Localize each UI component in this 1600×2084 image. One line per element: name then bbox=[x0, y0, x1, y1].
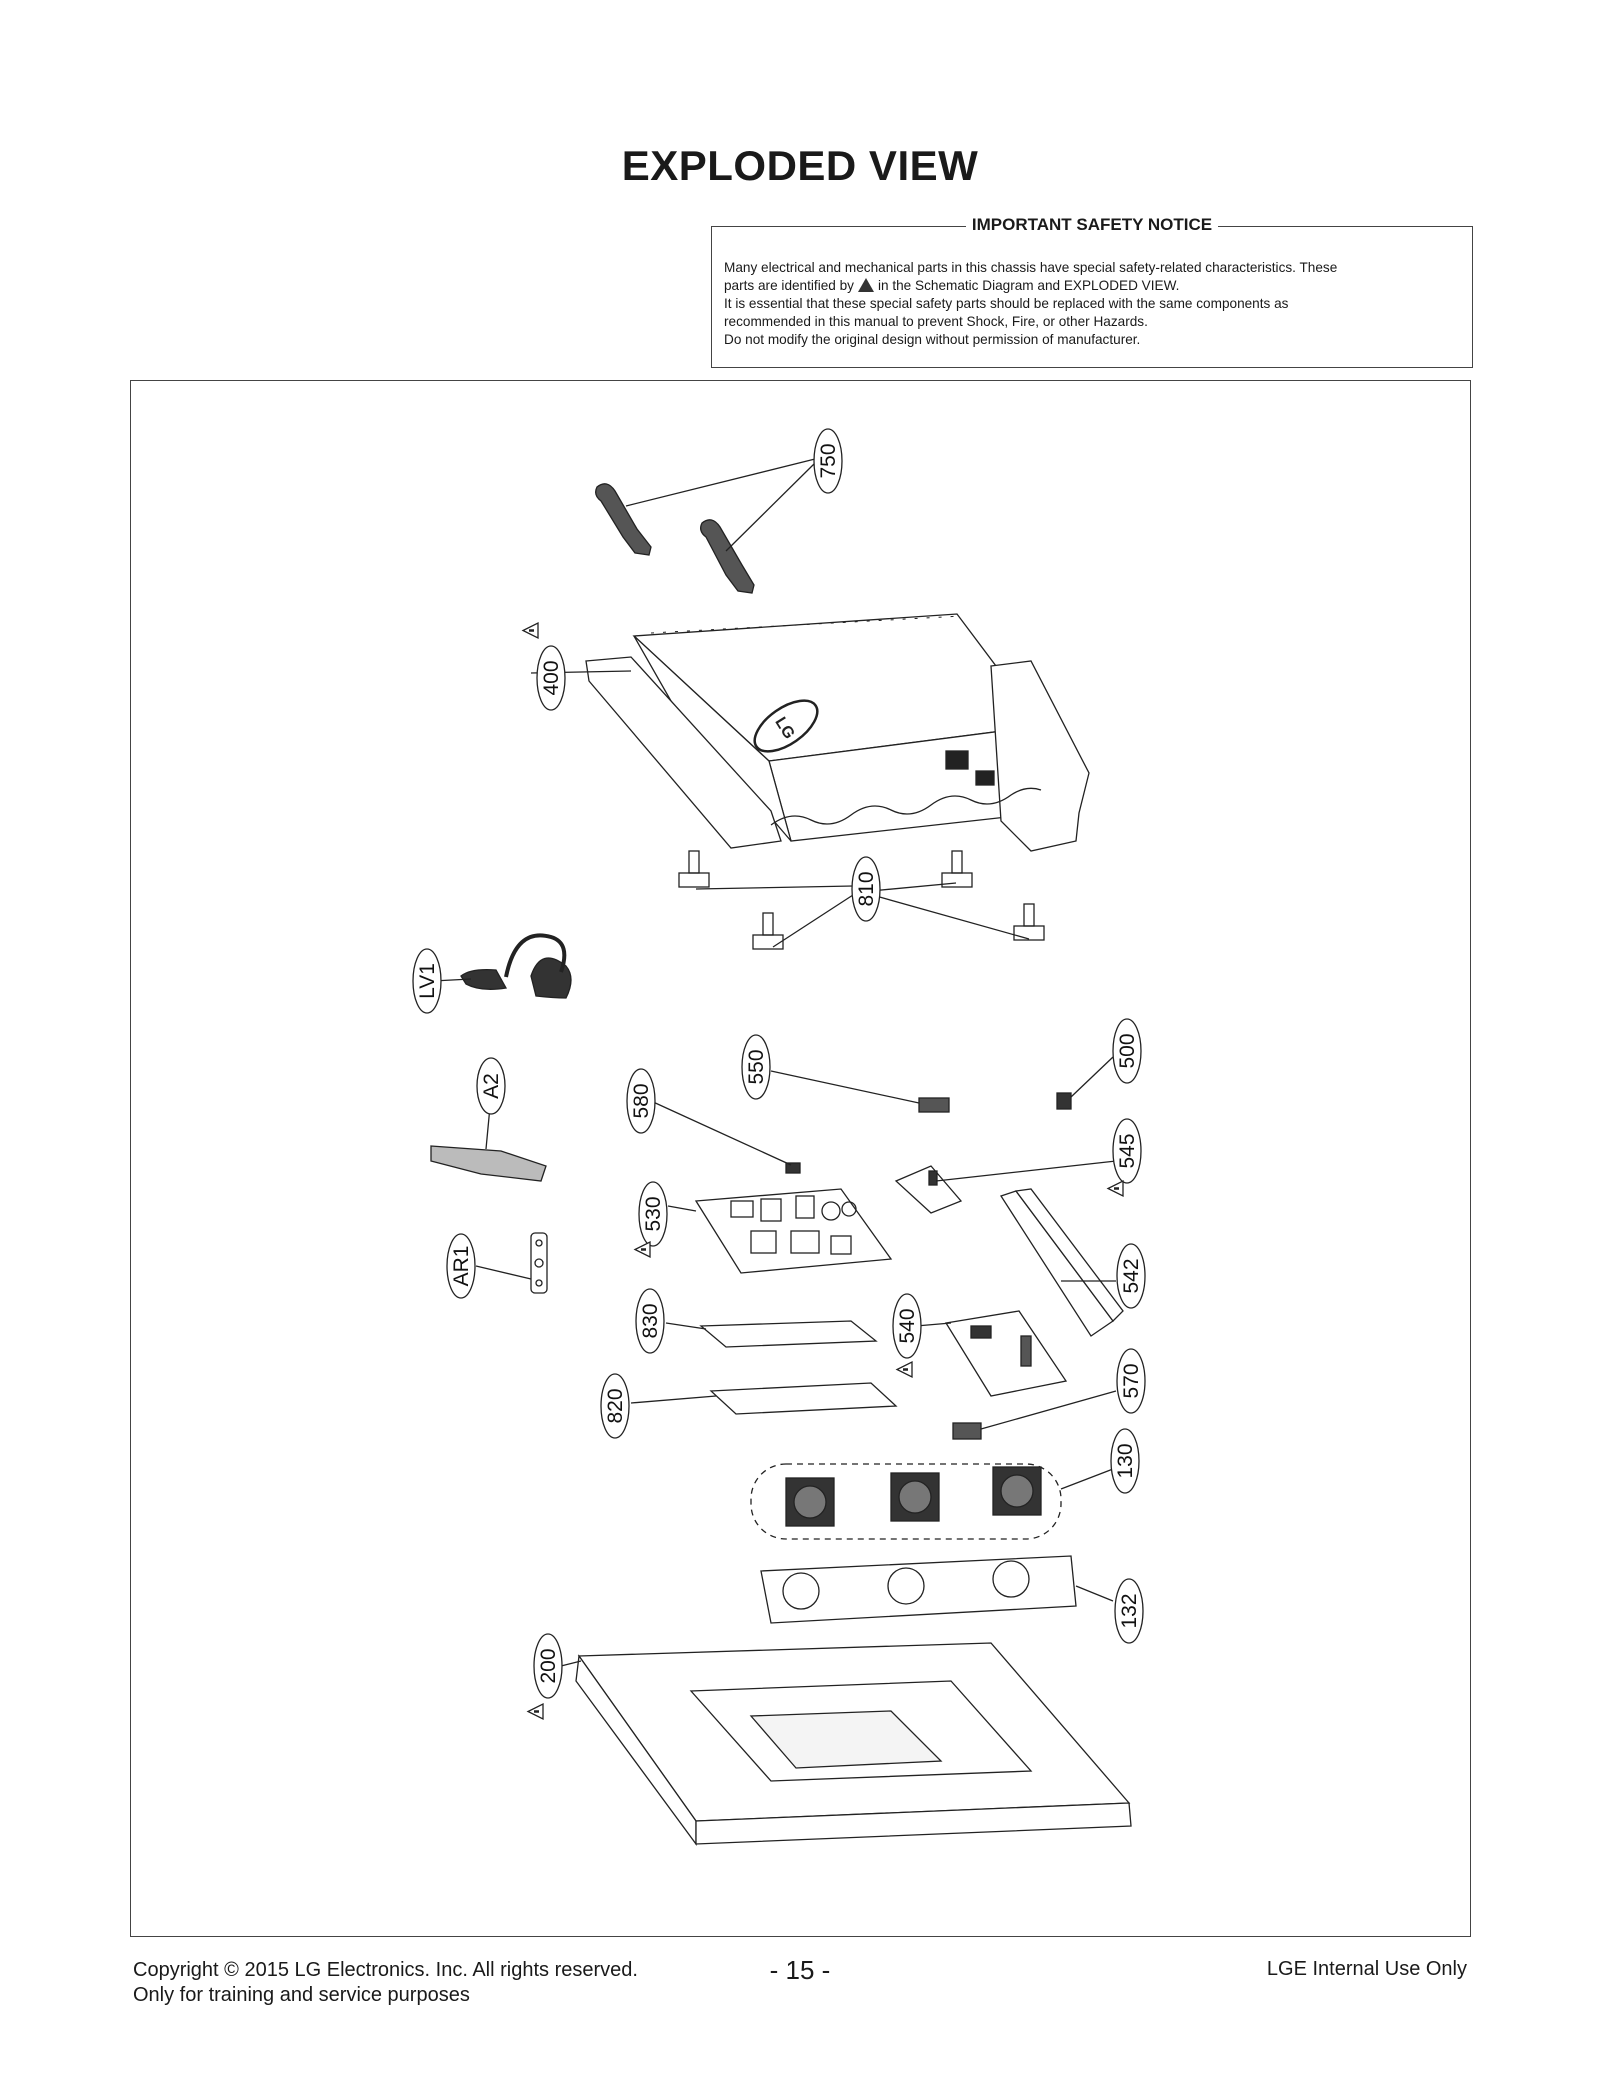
label-oval-132 bbox=[1114, 1578, 1144, 1644]
notice-line-5: Do not modify the original design withou… bbox=[724, 332, 1141, 347]
part-label-550: 550 bbox=[745, 1049, 768, 1084]
label-oval-AR1 bbox=[446, 1233, 476, 1299]
part-540-main-board bbox=[915, 1310, 1068, 1397]
copyright-text: Copyright © 2015 LG Electronics. Inc. Al… bbox=[133, 1959, 638, 1981]
label-oval-540 bbox=[892, 1293, 922, 1359]
internal-use-text: LGE Internal Use Only bbox=[1266, 1958, 1467, 1980]
page-number: - 15 - bbox=[769, 1955, 831, 1985]
part-530-power-board bbox=[667, 1188, 893, 1274]
part-LV1-cable bbox=[432, 933, 572, 999]
warning-icon-540 bbox=[895, 1360, 913, 1379]
label-oval-570 bbox=[1116, 1348, 1146, 1414]
label-oval-545 bbox=[1112, 1118, 1142, 1184]
part-750-cables bbox=[595, 458, 816, 594]
part-550-ir-module bbox=[770, 1070, 950, 1113]
part-label-570: 570 bbox=[1120, 1363, 1143, 1398]
notice-line-4: recommended in this manual to prevent Sh… bbox=[724, 314, 1148, 329]
safety-notice-box: IMPORTANT SAFETY NOTICE Many electrical … bbox=[711, 215, 1473, 368]
part-810-stand-posts bbox=[678, 850, 1045, 950]
part-label-810: 810 bbox=[855, 871, 878, 906]
part-label-830: 830 bbox=[639, 1303, 662, 1338]
part-label-580: 580 bbox=[630, 1083, 653, 1118]
warning-icon-530 bbox=[633, 1240, 651, 1259]
label-oval-750 bbox=[813, 428, 843, 494]
label-oval-810 bbox=[851, 856, 881, 922]
part-AR1-bracket bbox=[475, 1232, 548, 1294]
footer-left: Copyright © 2015 LG Electronics. Inc. Al… bbox=[133, 1958, 638, 2008]
part-label-130: 130 bbox=[1114, 1443, 1137, 1478]
part-label-AR1: AR1 bbox=[450, 1246, 473, 1287]
safety-notice-body: Many electrical and mechanical parts in … bbox=[724, 259, 1460, 349]
label-oval-830 bbox=[635, 1288, 665, 1354]
part-label-500: 500 bbox=[1116, 1033, 1139, 1068]
warning-icon-545 bbox=[1106, 1179, 1124, 1198]
part-200-back-frame bbox=[560, 1642, 1132, 1846]
part-130-fans bbox=[750, 1463, 1114, 1540]
label-oval-580 bbox=[626, 1068, 656, 1134]
part-545-board bbox=[894, 1160, 1117, 1214]
part-570-small-board bbox=[952, 1390, 1117, 1440]
part-label-750: 750 bbox=[817, 443, 840, 478]
label-oval-500 bbox=[1112, 1018, 1142, 1084]
part-label-LV1: LV1 bbox=[416, 963, 439, 999]
label-oval-LV1 bbox=[412, 948, 442, 1014]
part-580 bbox=[650, 1100, 801, 1174]
label-oval-130 bbox=[1110, 1428, 1140, 1494]
notice-line-2: parts are identified by in the Schematic … bbox=[724, 277, 1460, 295]
part-400-rear-shield: LG bbox=[530, 613, 1090, 852]
part-label-200: 200 bbox=[537, 1648, 560, 1683]
part-label-545: 545 bbox=[1116, 1133, 1139, 1168]
part-label-400: 400 bbox=[540, 660, 563, 695]
notice-line-2b: in the Schematic Diagram and EXPLODED VI… bbox=[877, 278, 1180, 293]
part-830-strip bbox=[665, 1320, 878, 1348]
notice-line-2a: parts are identified by bbox=[724, 278, 854, 293]
label-oval-530 bbox=[638, 1181, 668, 1247]
label-oval-820 bbox=[600, 1373, 630, 1439]
part-542-side-frame bbox=[1000, 1188, 1124, 1337]
label-oval-200 bbox=[533, 1633, 563, 1699]
part-500 bbox=[1056, 1056, 1114, 1110]
warning-icon-200 bbox=[526, 1702, 544, 1721]
training-text: Only for training and service purposes bbox=[133, 1984, 470, 2006]
part-label-132: 132 bbox=[1118, 1593, 1141, 1628]
label-oval-400 bbox=[536, 645, 566, 711]
part-132-fan-bracket bbox=[760, 1555, 1114, 1624]
part-label-530: 530 bbox=[642, 1196, 665, 1231]
label-oval-A2 bbox=[476, 1057, 506, 1115]
part-label-820: 820 bbox=[604, 1388, 627, 1423]
part-label-A2: A2 bbox=[480, 1073, 503, 1099]
part-820-strip bbox=[630, 1382, 898, 1415]
notice-line-1: Many electrical and mechanical parts in … bbox=[724, 260, 1338, 275]
safety-notice-title: IMPORTANT SAFETY NOTICE bbox=[965, 215, 1219, 234]
label-oval-550 bbox=[741, 1034, 771, 1100]
exploded-view-diagram: LG bbox=[130, 380, 1471, 1937]
warning-icon-400 bbox=[521, 621, 539, 640]
page-title: EXPLODED VIEW bbox=[621, 142, 979, 189]
part-label-540: 540 bbox=[896, 1308, 919, 1343]
notice-line-3: It is essential that these special safet… bbox=[724, 296, 1289, 311]
warning-triangle-icon bbox=[857, 278, 874, 292]
label-oval-542 bbox=[1116, 1243, 1146, 1309]
part-label-542: 542 bbox=[1120, 1258, 1143, 1293]
